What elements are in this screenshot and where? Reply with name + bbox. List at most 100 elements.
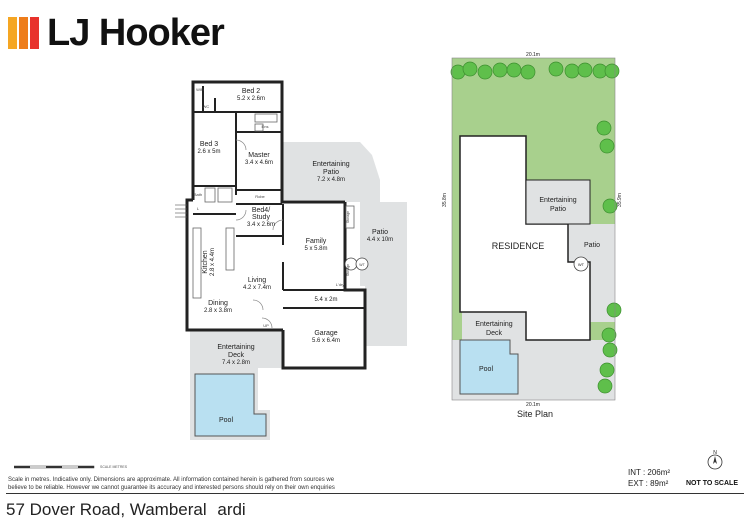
- interior-walls: [193, 86, 365, 309]
- tree-icon: [462, 61, 478, 77]
- room-dims: 5 x 5.8m: [304, 246, 327, 252]
- exterior-walls-lower: [185, 198, 283, 332]
- floor-plan: Bed 2 5.2 x 2.6m Bed 3 2.6 x 5m Master 3…: [175, 80, 407, 440]
- north-label: N: [713, 450, 717, 456]
- deck-paving: [462, 312, 526, 340]
- room-name: Kitchen: [202, 250, 209, 273]
- room-name: Entertaining: [312, 161, 349, 168]
- room-name: Entertaining: [217, 344, 254, 351]
- room-dims: 5.4 x 2m: [314, 297, 337, 303]
- exterior-walls: [191, 80, 345, 204]
- area-summary: INT : 206m² EXT : 89m²: [628, 467, 670, 489]
- room-name: Bed4/: [252, 207, 270, 214]
- small-label: WT: [578, 262, 585, 267]
- scale-bar: [14, 465, 95, 469]
- logo-bars-icon: [8, 17, 39, 49]
- dimension-label: 35.9m: [617, 193, 623, 207]
- room-dims: 2.8 x 4.4m: [210, 248, 216, 276]
- tree-icon: [606, 302, 622, 318]
- room-dims: 4.2 x 7.4m: [243, 285, 271, 291]
- dimension-label: 35.8m: [442, 193, 448, 207]
- site-label: Entertaining: [539, 197, 576, 204]
- small-label: L: [197, 206, 200, 211]
- site-label: Entertaining: [475, 321, 512, 328]
- small-label: Storage: [346, 264, 350, 276]
- site-label: Patio: [584, 242, 600, 249]
- room-name: Living: [248, 277, 266, 284]
- room-name: Garage: [314, 330, 337, 337]
- tree-icon: [564, 63, 580, 79]
- int-area: INT : 206m²: [628, 468, 671, 477]
- tree-icon: [596, 120, 612, 136]
- property-boundary: [451, 57, 616, 401]
- tree-icon: [597, 378, 613, 394]
- tree-icon: [599, 138, 615, 154]
- tree-icon: [477, 64, 493, 80]
- disclaimer: Scale in metres. Indicative only. Dimens…: [8, 477, 335, 491]
- fixtures: [192, 113, 358, 299]
- site-plan-caption: Site Plan: [517, 409, 553, 419]
- tree-icon: [604, 63, 620, 79]
- tree-icon: [506, 62, 522, 78]
- dimension-label: 20.1m: [526, 402, 540, 408]
- room-name: Family: [306, 238, 327, 245]
- brand-name: LJ Hooker: [47, 12, 225, 54]
- patio-area: [360, 202, 407, 346]
- patio-outline: [525, 179, 591, 225]
- room-dims: 2.6 x 5m: [197, 149, 220, 155]
- room-name: Deck: [228, 352, 244, 359]
- garage-walls: [281, 202, 367, 370]
- room-name: Study: [252, 214, 270, 221]
- room-dims: 4.4 x 10m: [367, 237, 393, 243]
- site-label: Deck: [486, 330, 502, 337]
- brand-logo: LJ Hooker: [8, 12, 225, 54]
- small-label: WC: [203, 104, 210, 109]
- room-name: Patio: [323, 169, 339, 176]
- room-dims: 5.2 x 2.6m: [237, 96, 265, 102]
- tree-icon: [602, 342, 618, 358]
- room-name: Pool: [219, 417, 233, 424]
- tree-icon: [602, 198, 618, 214]
- room-dims: 5.6 x 6.4m: [312, 338, 340, 344]
- room-name: Bed 2: [242, 88, 260, 95]
- room-dims: 3.4 x 4.6m: [245, 160, 273, 166]
- small-label: WIR: [196, 87, 204, 92]
- tree-icon: [520, 64, 536, 80]
- room-dims: 7.2 x 4.8m: [317, 177, 345, 183]
- site-label: Patio: [550, 206, 566, 213]
- trees: [450, 61, 622, 394]
- room-dims: 2.8 x 3.8m: [204, 308, 232, 314]
- address-text: 57 Dover Road, Wamberal: [6, 500, 207, 519]
- address-suffix: ardi: [217, 500, 246, 519]
- water-tank-icon: [355, 257, 369, 271]
- north-arrow-icon: N: [707, 450, 723, 470]
- door-swings: [235, 139, 284, 329]
- small-label: Bath: [194, 192, 202, 197]
- entertaining-patio-area: [283, 142, 380, 202]
- property-address: 57 Dover Road, Wamberal ardi: [6, 500, 246, 520]
- footer-divider: [6, 493, 744, 494]
- not-to-scale: NOT TO SCALE: [686, 480, 738, 487]
- small-label: Robe: [255, 194, 265, 199]
- room-dims: 3.4 x 2.6m: [247, 222, 275, 228]
- deck-area: [190, 330, 282, 368]
- ext-area: EXT : 89m²: [628, 479, 669, 488]
- room-name: Dining: [208, 300, 228, 307]
- residence-label: RESIDENCE: [492, 241, 545, 251]
- steps: [175, 204, 187, 218]
- site-plan: 20.1m 20.1m RESIDENCE Entertaining Patio…: [442, 52, 623, 419]
- dimension-label: 20.1m: [526, 52, 540, 58]
- small-label: L'dry: [336, 282, 345, 287]
- tree-icon: [599, 362, 615, 378]
- room-name: Master: [248, 152, 270, 159]
- tree-icon: [548, 61, 564, 77]
- small-label: UP: [263, 323, 269, 328]
- tree-icon: [492, 62, 508, 78]
- room-name: Bed 3: [200, 141, 218, 148]
- small-label: Storage: [346, 211, 350, 223]
- pool-water: [194, 373, 267, 437]
- room-dims: 7.4 x 2.8m: [222, 360, 250, 366]
- house-floor: [187, 82, 365, 368]
- site-label: Pool: [479, 366, 493, 373]
- water-tank-icon: [573, 256, 589, 272]
